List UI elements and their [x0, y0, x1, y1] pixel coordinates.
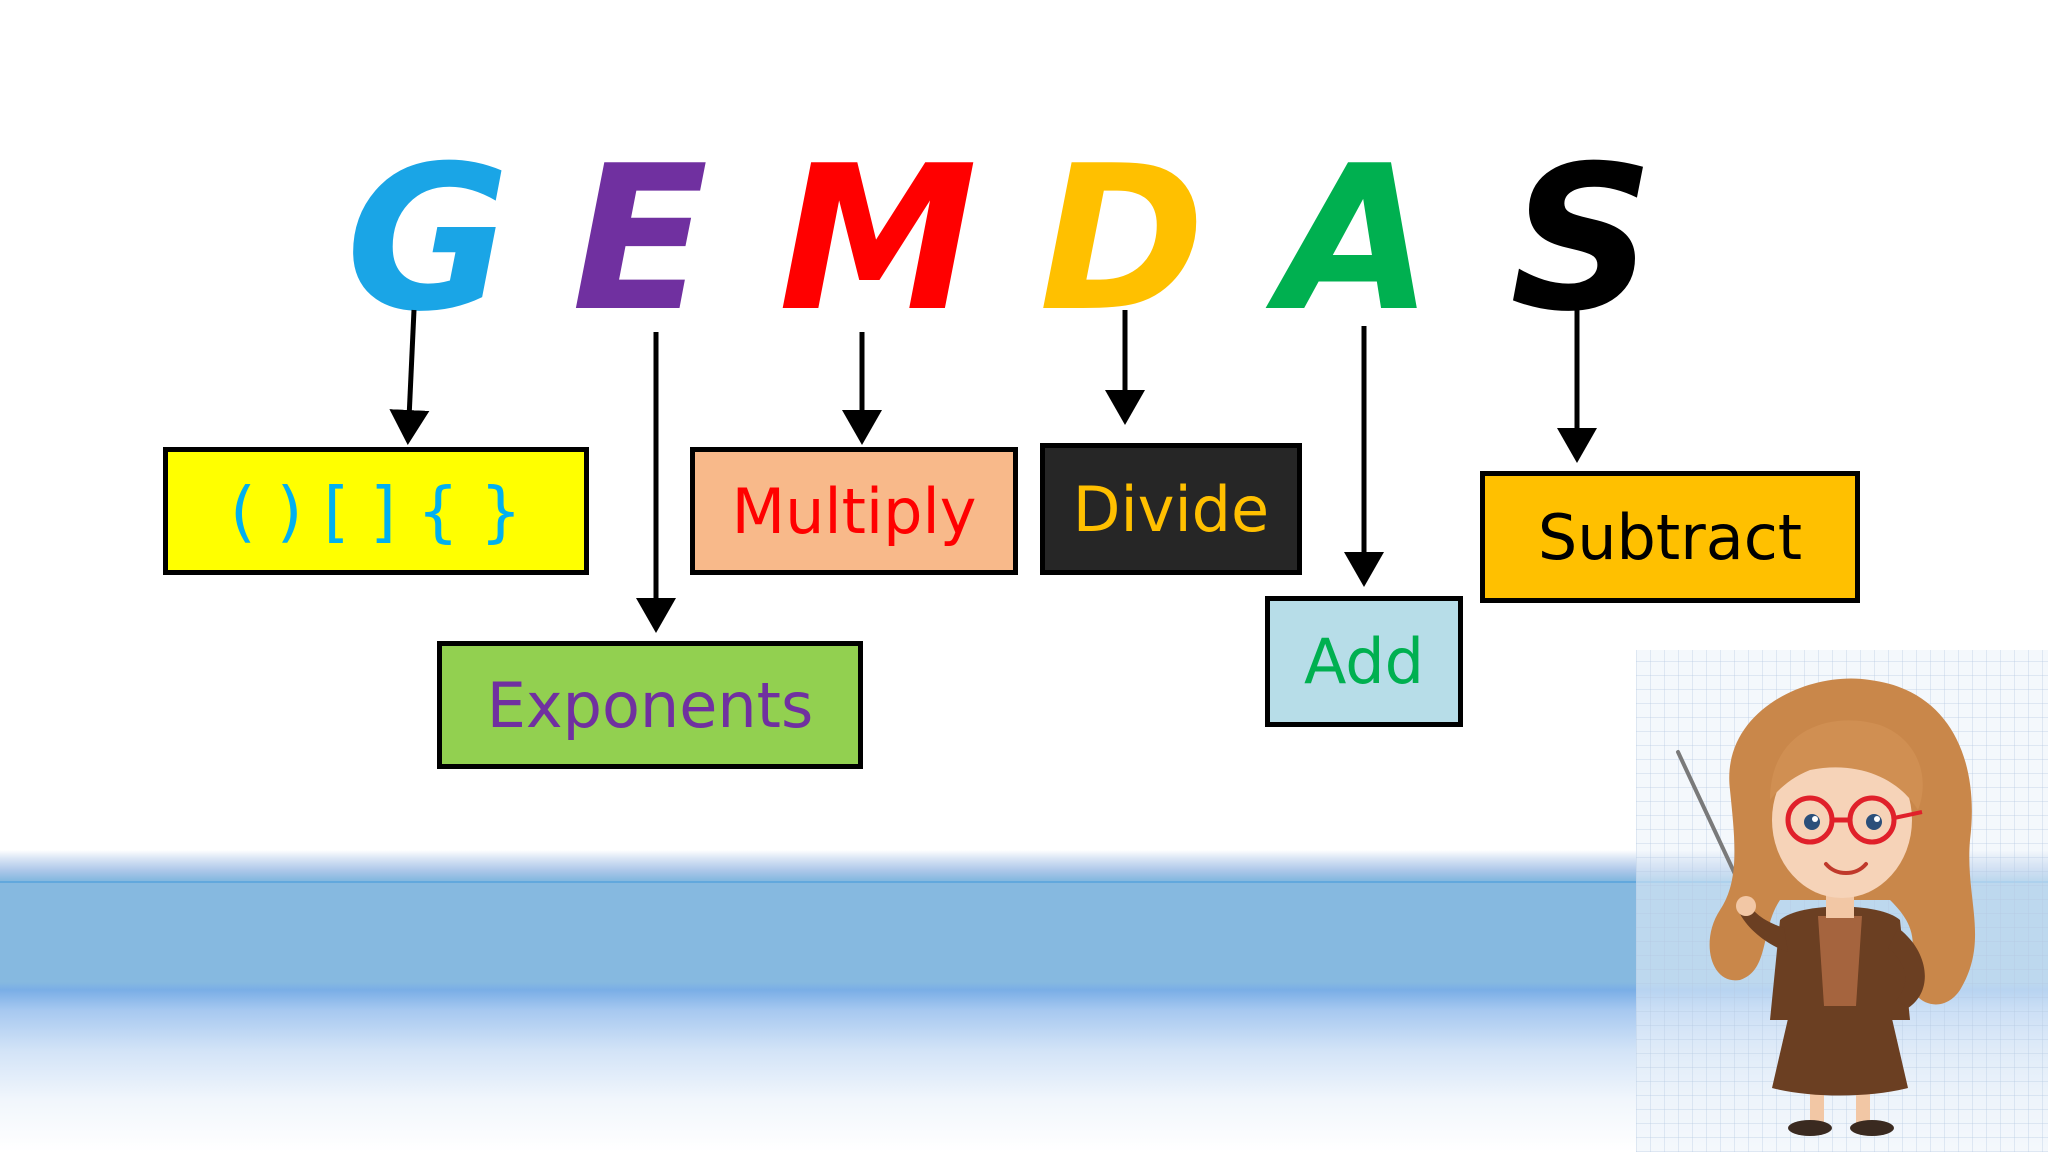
letter-e: E [571, 123, 709, 356]
exponents-label: Exponents [486, 668, 814, 742]
divide-box: Divide [1040, 443, 1302, 575]
background-band-line [0, 881, 2048, 883]
add-box: Add [1265, 596, 1463, 727]
letter-s: S [1509, 123, 1655, 356]
multiply-box: Multiply [690, 447, 1018, 575]
letter-a: A [1278, 123, 1434, 356]
teacher-illustration [1676, 678, 1976, 1136]
letter-g: G [345, 123, 511, 356]
exponents-box: Exponents [437, 641, 863, 769]
grouping-symbols-box: ( ) [ ] { } [163, 447, 589, 575]
subtract-box: Subtract [1480, 471, 1860, 603]
subtract-label: Subtract [1537, 500, 1803, 574]
grouping-symbols-label: ( ) [ ] { } [230, 472, 522, 550]
letter-m: M [778, 123, 978, 356]
arrow-g [389, 309, 430, 445]
add-label: Add [1303, 625, 1425, 698]
multiply-label: Multiply [731, 474, 977, 548]
divide-label: Divide [1072, 472, 1270, 546]
letter-d: D [1038, 123, 1206, 356]
